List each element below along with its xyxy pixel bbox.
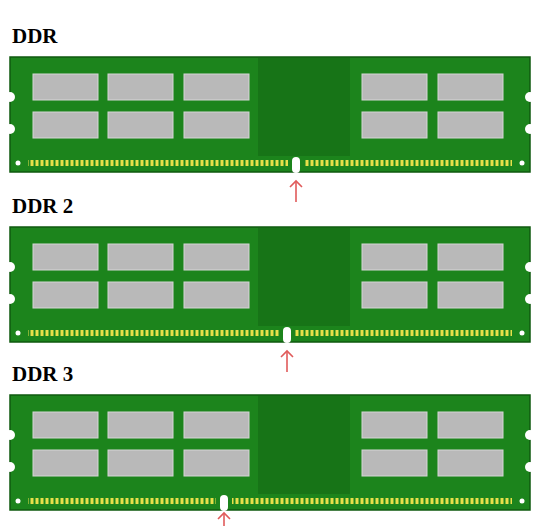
- module-label: DDR 2: [12, 196, 73, 217]
- module-label: DDR: [12, 26, 58, 47]
- notch-arrow: [290, 181, 302, 202]
- module-label: DDR 3: [12, 364, 73, 385]
- notch-arrow: [218, 513, 230, 526]
- notch-arrow: [281, 351, 293, 372]
- ddr-module: [5, 57, 535, 173]
- ddr3-module: [5, 395, 535, 511]
- ddr2-module: [5, 227, 535, 343]
